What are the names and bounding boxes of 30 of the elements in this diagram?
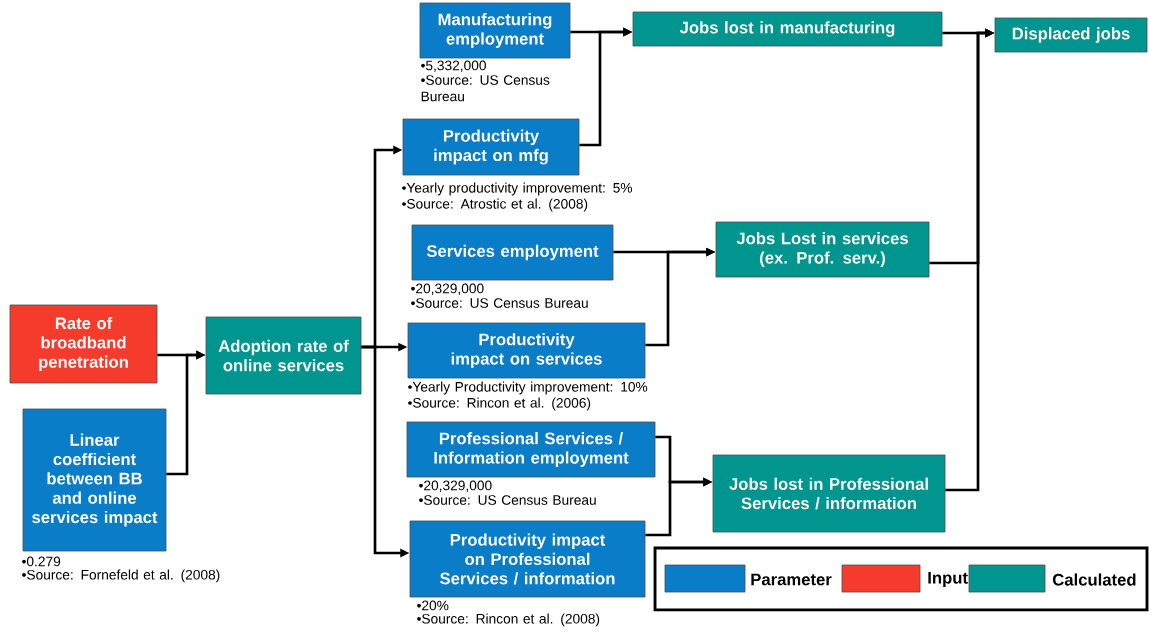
note-text: •Source: US Census Bureau	[419, 495, 596, 505]
note-text: •0.279	[22, 556, 61, 567]
note-text: •20%	[417, 600, 449, 611]
parameter-box: Productivity impact on services	[407, 322, 646, 379]
legend-label: Calculated	[1052, 573, 1136, 586]
parameter-box: Linear coefficient between BB and online services impact	[22, 408, 167, 552]
legend-label: Input	[928, 572, 968, 587]
legend-label: Parameter	[751, 573, 832, 586]
note-text: •5,332,000	[421, 60, 486, 72]
note-text: •Source: Atrostic et al. (2008)	[402, 198, 588, 212]
note-text: •Source: Fornefeld et al. (2008)	[22, 569, 220, 583]
note-text: •20,329,000	[411, 283, 484, 295]
note-text: •20,329,000	[419, 480, 492, 492]
calculated-box: Jobs Lost in services (ex. Prof. serv.)	[715, 221, 930, 278]
calculated-box: Jobs lost in manufacturing	[632, 11, 943, 47]
calculated-box: Displaced jobs	[994, 17, 1148, 53]
parameter-box: Manufacturing employment	[419, 2, 571, 59]
note-text: •Source: Rincon et al. (2008)	[417, 613, 600, 627]
calculated-box: Adoption rate of online services	[205, 316, 362, 395]
note-text: •Yearly Productivity improvement: 10%	[408, 381, 648, 395]
parameter-box: Services employment	[411, 224, 614, 281]
calculated-box: Jobs lost in Professional Services / information	[712, 454, 946, 533]
note-text: •Source: US Census Bureau	[421, 75, 550, 102]
parameter-box: Productivity impact on mfg	[402, 118, 580, 176]
parameter-box: Productivity impact on Professional Services / information	[409, 520, 646, 598]
parameter-box: Professional Services / Information employment	[406, 421, 656, 478]
note-text: •Source: US Census Bureau	[411, 298, 588, 308]
note-text: •Source: Rincon et al. (2006)	[408, 397, 591, 411]
note-text: •Yearly productivity improvement: 5%	[402, 182, 633, 196]
input-box: Rate of broadband penetration	[9, 304, 158, 384]
